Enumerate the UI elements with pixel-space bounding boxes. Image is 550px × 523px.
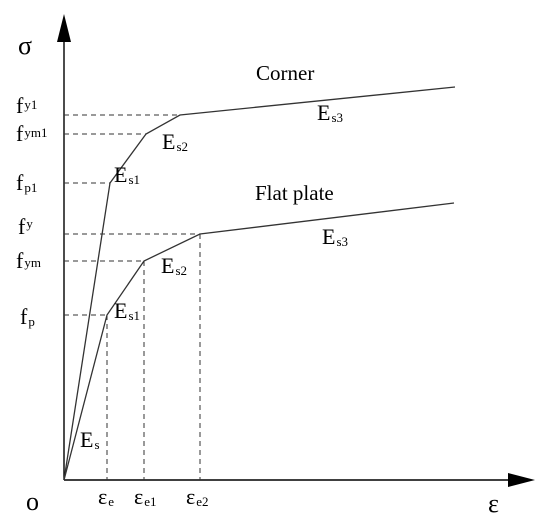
y-axis-arrow-icon bbox=[57, 14, 71, 42]
y-label-fy1: fy1 bbox=[16, 93, 37, 118]
flat-modulus-es: Es bbox=[80, 427, 100, 452]
x-label-ee: εe bbox=[98, 484, 114, 509]
flat-modulus-es3: Es3 bbox=[322, 224, 348, 249]
y-label-fym: fym bbox=[16, 248, 41, 273]
y-label-fy: fy bbox=[18, 214, 33, 239]
y-label-fp: fp bbox=[20, 304, 35, 329]
y-axis-symbol: σ bbox=[18, 31, 32, 60]
flat-plate-curve-label: Flat plate bbox=[255, 181, 334, 205]
corner-modulus-es2: Es2 bbox=[162, 129, 188, 154]
flat-plate-curve bbox=[63, 202, 455, 481]
origin-label: o bbox=[26, 487, 39, 516]
corner-modulus-es3: Es3 bbox=[317, 100, 343, 125]
corner-curve-label: Corner bbox=[256, 61, 314, 85]
y-label-fp1: fp1 bbox=[16, 170, 37, 195]
corner-curve bbox=[63, 86, 456, 481]
x-label-ee2: εe2 bbox=[186, 484, 209, 509]
flat-modulus-es2: Es2 bbox=[161, 253, 187, 278]
y-label-fym1: fym1 bbox=[16, 121, 47, 146]
flat-modulus-es1: Es1 bbox=[114, 298, 140, 323]
corner-modulus-es1: Es1 bbox=[114, 162, 140, 187]
x-label-ee1: εe1 bbox=[134, 484, 157, 509]
x-axis-symbol: ε bbox=[488, 489, 499, 518]
x-axis-arrow-icon bbox=[508, 473, 535, 487]
